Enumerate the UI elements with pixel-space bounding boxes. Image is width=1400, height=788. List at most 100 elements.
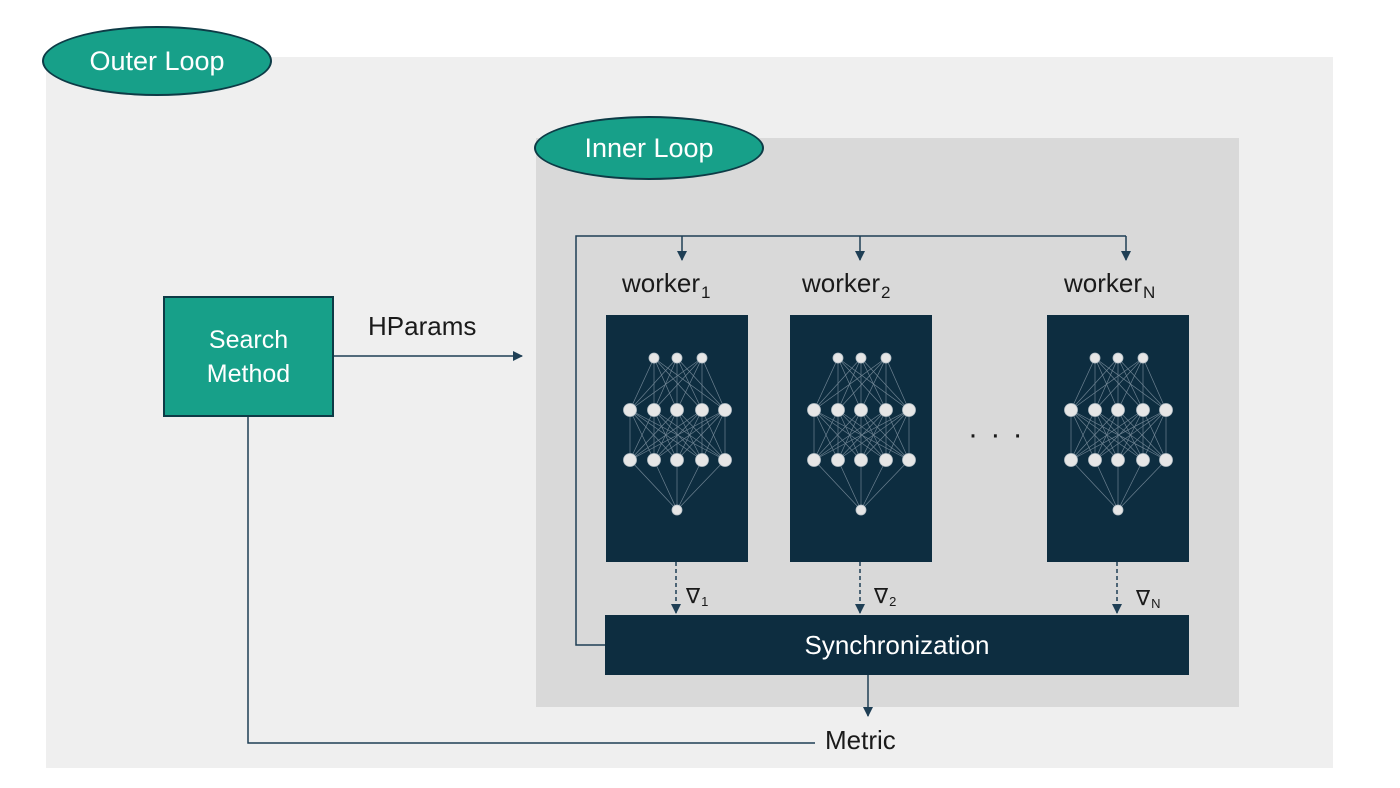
nn-node [623, 453, 637, 467]
nn-node [1136, 453, 1150, 467]
nn-node [880, 352, 892, 364]
nn-node [1112, 352, 1124, 364]
worker-1-label: worker1 [622, 268, 711, 302]
nn-node [831, 453, 845, 467]
nn-edge [860, 357, 910, 411]
nn-node [671, 352, 683, 364]
nn-node [902, 403, 916, 417]
neural-network-icon [807, 352, 916, 516]
nn-node [670, 403, 684, 417]
nn-node [902, 453, 916, 467]
nn-node [831, 403, 845, 417]
metric-label: Metric [825, 725, 896, 755]
nn-edge [813, 357, 887, 411]
nn-edge [1117, 357, 1144, 411]
nn-edge [860, 459, 910, 511]
nn-edge [813, 409, 839, 461]
worker-1-box [606, 315, 748, 562]
nn-edge [701, 409, 726, 461]
nn-edge [629, 409, 726, 461]
nn-node [623, 403, 637, 417]
nn-node [647, 453, 661, 467]
nn-edge [1117, 459, 1144, 511]
nn-node [855, 352, 867, 364]
nn-edge [1070, 357, 1096, 411]
nn-node [1136, 403, 1150, 417]
nn-edge [885, 409, 910, 461]
nn-edge [1094, 459, 1119, 511]
synchronization-label: Synchronization [804, 629, 990, 660]
nn-node [1089, 352, 1101, 364]
nn-node [807, 453, 821, 467]
nn-node [671, 504, 683, 516]
nn-node [1111, 403, 1125, 417]
nn-node [696, 352, 708, 364]
nn-node [1088, 403, 1102, 417]
nn-edge [676, 357, 703, 411]
nn-node [647, 403, 661, 417]
nn-edge [1142, 409, 1167, 461]
nn-node [855, 504, 867, 516]
nn-node [807, 403, 821, 417]
neural-network-icon [1064, 352, 1173, 516]
nn-edge [629, 357, 655, 411]
nn-node [854, 453, 868, 467]
gradient-n-label: ∇N [1136, 587, 1161, 611]
nn-node [1112, 504, 1124, 516]
nn-node [1159, 403, 1173, 417]
nn-node [1137, 352, 1149, 364]
nn-node [648, 352, 660, 364]
nn-edge [1117, 459, 1167, 511]
nn-edge [1117, 357, 1167, 411]
nn-edge [676, 357, 726, 411]
worker-n-box [1047, 315, 1189, 562]
nn-edge [1117, 409, 1167, 461]
ellipsis: · · · [968, 418, 1025, 451]
nn-edge [860, 459, 887, 511]
nn-edge [1070, 357, 1144, 411]
nn-edge [813, 409, 862, 461]
nn-edge [629, 409, 703, 461]
gradient-2-label: ∇2 [874, 585, 897, 609]
worker-n-label: workerN [1064, 268, 1156, 302]
nn-edge [1070, 459, 1119, 511]
search-method-box: Search Method [163, 296, 334, 417]
nn-node [1064, 403, 1078, 417]
nn-edge [1070, 409, 1167, 461]
hparams-label: HParams [368, 311, 477, 341]
nn-node [670, 453, 684, 467]
inner-loop-label: Inner Loop [534, 116, 764, 180]
nn-edge [629, 409, 678, 461]
gradient-1-label: ∇1 [686, 585, 709, 609]
nn-node [1159, 453, 1173, 467]
nn-node [1064, 453, 1078, 467]
nn-edge [676, 409, 726, 461]
sync-feedback-line [575, 235, 1126, 646]
nn-edge [837, 357, 887, 411]
nn-edge [813, 409, 910, 461]
nn-node [718, 403, 732, 417]
nn-edge [629, 459, 678, 511]
nn-edge [653, 357, 703, 411]
nn-node [1111, 453, 1125, 467]
metric-feedback-line [247, 417, 815, 744]
nn-edge [885, 357, 910, 411]
nn-node [718, 453, 732, 467]
nn-edge [1070, 409, 1096, 461]
nn-edge [813, 357, 839, 411]
nn-edge [837, 459, 862, 511]
nn-edge [653, 409, 726, 461]
nn-edge [1094, 357, 1144, 411]
nn-node [695, 453, 709, 467]
nn-edge [1070, 357, 1119, 411]
nn-edge [1094, 409, 1167, 461]
search-method-line1: Search [208, 325, 289, 354]
nn-edge [860, 357, 887, 411]
nn-node [695, 403, 709, 417]
nn-node [879, 403, 893, 417]
neural-network-icon [623, 352, 732, 516]
nn-edge [629, 409, 655, 461]
nn-node [854, 403, 868, 417]
nn-edge [1070, 409, 1119, 461]
